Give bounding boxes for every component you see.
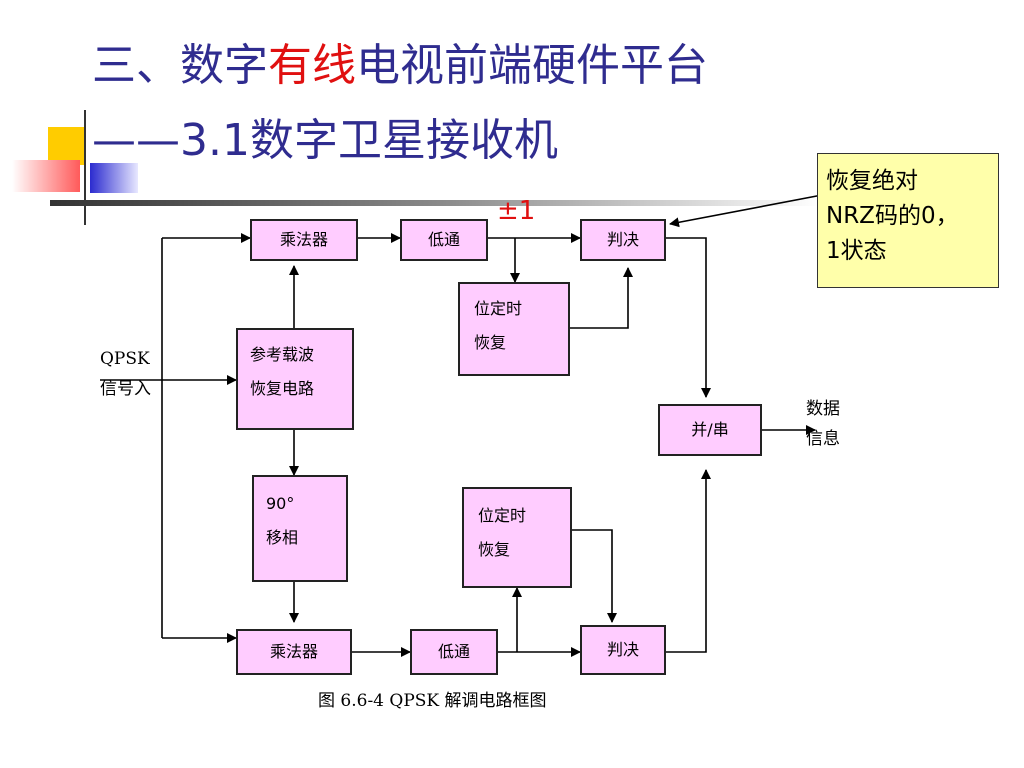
multiplier-bottom-label: 乘法器 — [269, 642, 318, 661]
decor-horizontal-rule — [50, 200, 820, 206]
parallel-serial-block: 并/串 — [658, 404, 762, 456]
parallel-serial-label: 并/串 — [691, 420, 729, 439]
decor-vertical-line — [84, 110, 86, 225]
decor-yellow-square — [48, 127, 86, 165]
carrier-recovery-block: 参考载波 恢复电路 — [236, 328, 354, 430]
decision-bottom-block: 判决 — [580, 625, 666, 675]
multiplier-top-block: 乘法器 — [250, 219, 358, 261]
title-segment-2: 电视前端硬件平台 — [356, 40, 708, 91]
lowpass-top-label: 低通 — [427, 230, 460, 249]
lowpass-bottom-block: 低通 — [410, 629, 498, 675]
lowpass-bottom-label: 低通 — [437, 642, 470, 661]
page-title-line-2: ——3.1数字卫星接收机 — [92, 115, 558, 166]
input-label-line-2: 信号入 — [100, 379, 151, 399]
title-highlight: 有线 — [268, 40, 356, 91]
output-label-line-2: 信息 — [806, 429, 840, 449]
output-label-line-1: 数据 — [806, 399, 840, 419]
output-label: 数据 信息 — [806, 394, 840, 454]
decision-bottom-label: 判决 — [606, 640, 639, 659]
timing-bottom-label-2: 恢复 — [478, 540, 511, 559]
timing-top-label-1: 位定时 — [474, 299, 523, 318]
multiplier-top-label: 乘法器 — [279, 230, 328, 249]
lowpass-top-block: 低通 — [400, 219, 488, 261]
page-title-line-1: 三、数字有线电视前端硬件平台 — [92, 38, 708, 94]
timing-recovery-top-block: 位定时 恢复 — [458, 282, 570, 376]
plus-minus-one-label: ±1 — [497, 196, 536, 226]
title-segment-1: 三、数字 — [92, 40, 268, 91]
carrier-recovery-label-1: 参考载波 — [250, 345, 315, 364]
carrier-recovery-label-2: 恢复电路 — [250, 379, 315, 398]
input-label-line-1: QPSK — [100, 349, 150, 369]
decor-blue-gradient — [90, 163, 138, 193]
phase-shift-label-2: 移相 — [266, 528, 299, 547]
callout-line-2: NRZ码的0， — [826, 203, 959, 229]
callout-line-3: 1状态 — [826, 238, 887, 264]
phase-shift-label-1: 90° — [266, 494, 295, 513]
decision-top-block: 判决 — [580, 219, 666, 261]
phase-shift-block: 90° 移相 — [252, 475, 348, 582]
timing-bottom-label-1: 位定时 — [478, 506, 527, 525]
callout-line-1: 恢复绝对 — [826, 168, 918, 194]
timing-recovery-bottom-block: 位定时 恢复 — [462, 487, 572, 588]
figure-caption: 图 6.6-4 QPSK 解调电路框图 — [318, 691, 547, 711]
timing-top-label-2: 恢复 — [474, 333, 507, 352]
callout-note: 恢复绝对 NRZ码的0， 1状态 — [817, 153, 999, 288]
decor-red-gradient — [12, 160, 80, 192]
multiplier-bottom-block: 乘法器 — [236, 629, 352, 675]
decision-top-label: 判决 — [606, 230, 639, 249]
input-label: QPSK 信号入 — [100, 344, 151, 404]
